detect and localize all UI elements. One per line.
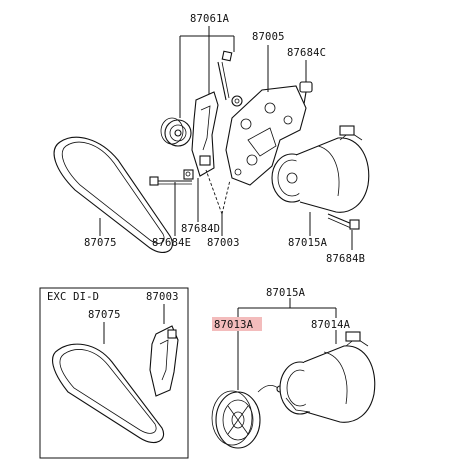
label-87684D: 87684D [181,223,220,235]
label-87014A: 87014A [311,319,351,331]
idler-pulley[interactable] [160,117,192,147]
tensioner-bracket[interactable] [191,91,219,177]
bolt-87684D[interactable] [183,169,194,180]
label-87015A-top: 87015A [288,237,328,249]
label-87013A: 87013A [214,319,254,331]
tensioner-bracket-bottom[interactable] [149,325,179,397]
adjusting-bolt[interactable] [217,50,233,101]
ac-compressor-body[interactable] [279,331,376,423]
label-87684C: 87684C [287,47,326,59]
bracket-bolt-small[interactable] [231,95,243,107]
bolt-87684B[interactable] [327,213,360,230]
drive-belt-bottom[interactable] [52,343,164,443]
label-87684B: 87684B [326,253,365,265]
compressor-bracket[interactable] [225,85,307,186]
label-87003-bottom: 87003 [146,291,179,303]
label-87005: 87005 [252,31,285,43]
leader-lines-bottom [237,298,337,390]
ac-compressor-top[interactable] [271,125,370,213]
label-87075-top: 87075 [84,237,117,249]
label-87061A: 87061A [190,13,230,25]
exc-di-d-panel: EXC DI-D 87003 87075 [39,287,189,459]
leader-lines-top [99,26,353,250]
label-87015A-bottom: 87015A [266,287,306,299]
label-87684E: 87684E [152,237,191,249]
drive-belt-top[interactable] [53,136,173,253]
exc-note: EXC DI-D [47,291,99,303]
label-87003-top: 87003 [207,237,240,249]
label-87075-bottom: 87075 [88,309,121,321]
clutch-wire[interactable] [257,384,284,393]
compressor-clutch-pulley[interactable] [211,390,261,449]
label-87013A-highlight [212,317,262,331]
labels-top: 87061A 87005 87684C 87075 87684E 87684D … [84,13,365,265]
